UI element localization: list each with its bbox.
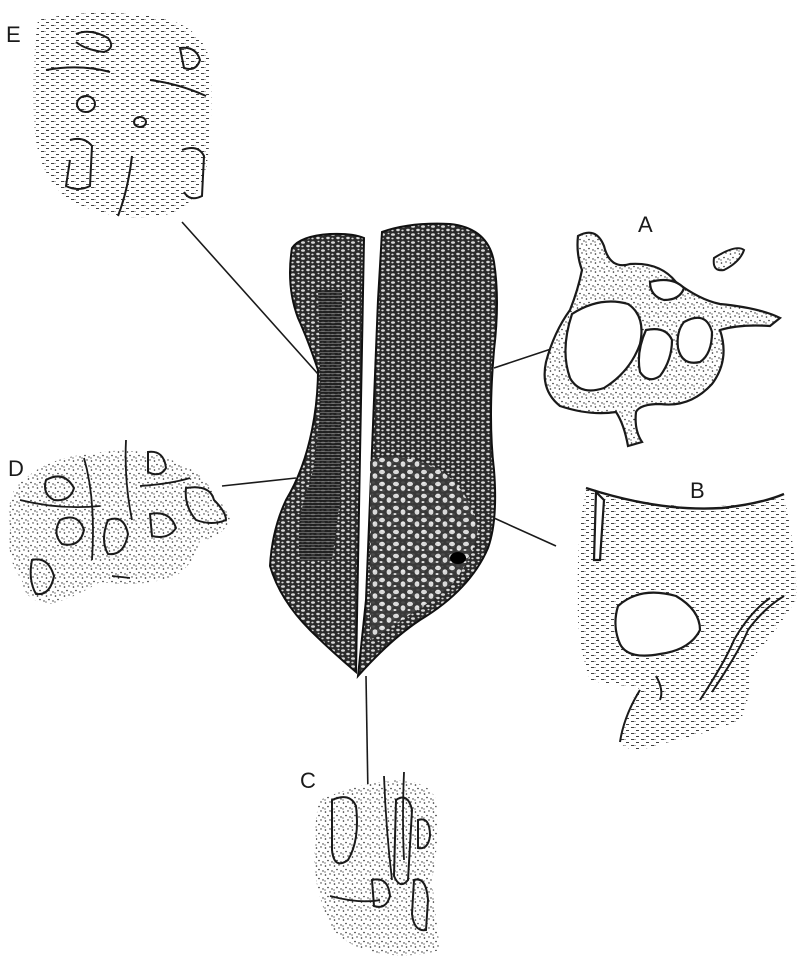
panel-b: B xyxy=(578,478,797,750)
leader-line-b xyxy=(494,518,556,546)
panel-label-c: C xyxy=(300,768,316,793)
leader-line-c xyxy=(366,676,368,796)
panel-label-b: B xyxy=(690,478,705,503)
panel-d: D xyxy=(8,440,230,604)
leader-line-d xyxy=(222,478,296,486)
dark-blot xyxy=(450,552,466,564)
panel-label-e: E xyxy=(6,22,21,47)
panel-a: A xyxy=(545,212,780,446)
panel-d-tissue xyxy=(9,451,230,604)
central-section xyxy=(270,224,497,676)
panel-c: C xyxy=(300,768,440,956)
panel-label-a: A xyxy=(638,212,653,237)
panel-e-tissue xyxy=(34,13,212,217)
panel-e: E xyxy=(6,13,211,217)
panel-label-d: D xyxy=(8,456,24,481)
panel-a-fragment xyxy=(714,248,744,270)
